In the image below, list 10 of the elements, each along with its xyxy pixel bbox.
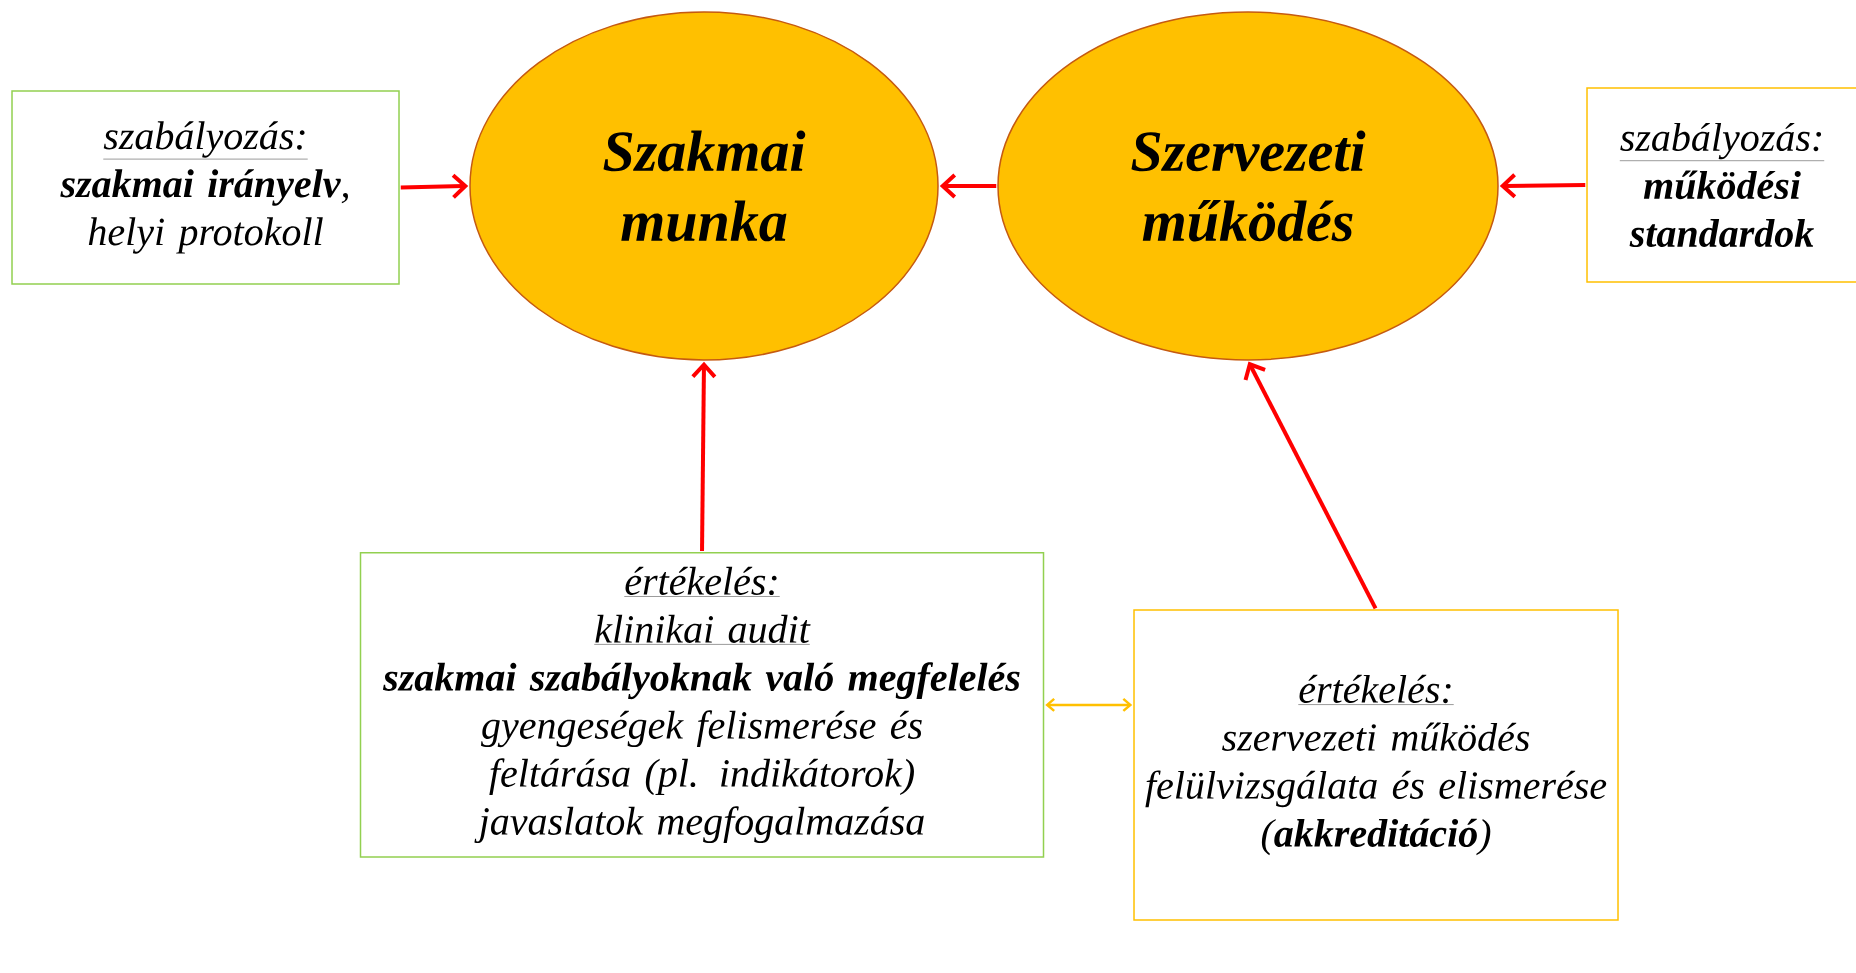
text-box: szabályozás: működési standardok	[1586, 87, 1856, 283]
arrow	[400, 173, 469, 199]
text-box: értékelés: klinikai audit szakmai szabályoknak való megfelelés gyengeségek felismerése és feltárása (pl. indikátorok) javaslatok megfogalmazása	[359, 552, 1045, 858]
text-box: értékelés: szervezeti működés felülvizsgálata és elismerése (akkreditáció)	[1133, 609, 1619, 921]
arrow	[1243, 361, 1378, 610]
text-box: szabályozás: szakmai irányelv, helyi protokoll	[11, 90, 400, 285]
arrow	[1499, 173, 1586, 199]
arrow	[939, 173, 997, 199]
arrow	[691, 361, 717, 551]
arrow	[1045, 697, 1133, 712]
